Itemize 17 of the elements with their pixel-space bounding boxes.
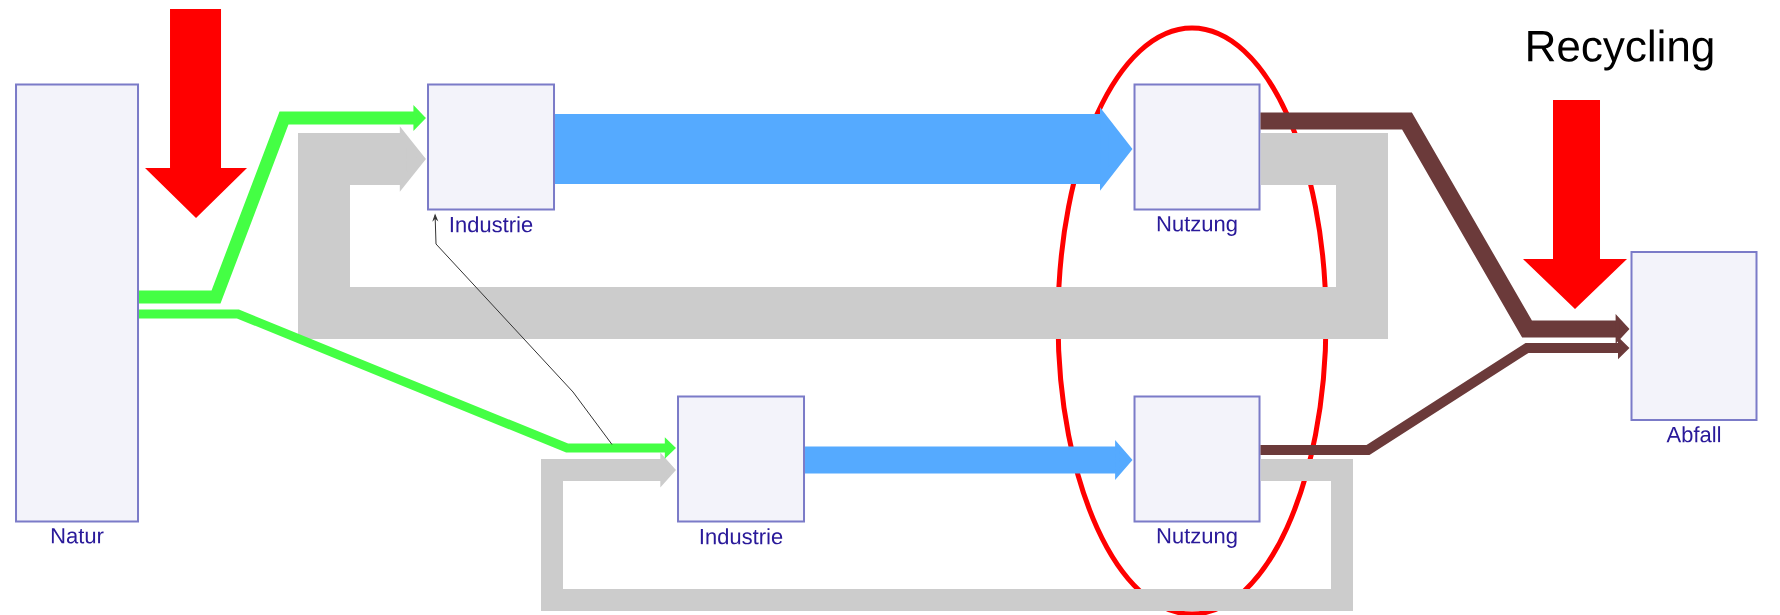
node-label: Industrie [450,216,533,233]
label-text: Recycling [1528,29,1713,71]
flow-band [139,105,426,304]
thin-arrow [432,214,613,445]
process-box: Nutzung [1133,395,1261,548]
process-box: Industrie [677,395,805,545]
node-label: Natur [51,528,104,544]
process-box: Natur [15,83,139,544]
flow-band [541,452,1353,611]
node-label: Nutzung [1157,528,1237,548]
flow-band [298,126,1388,339]
node-label: Nutzung [1157,216,1237,236]
node-label: Industrie [700,528,783,545]
node-label: Abfall [1666,426,1721,443]
process-box: Abfall [1630,251,1758,443]
process-box: Nutzung [1133,83,1261,236]
process-box: Industrie [427,83,555,233]
